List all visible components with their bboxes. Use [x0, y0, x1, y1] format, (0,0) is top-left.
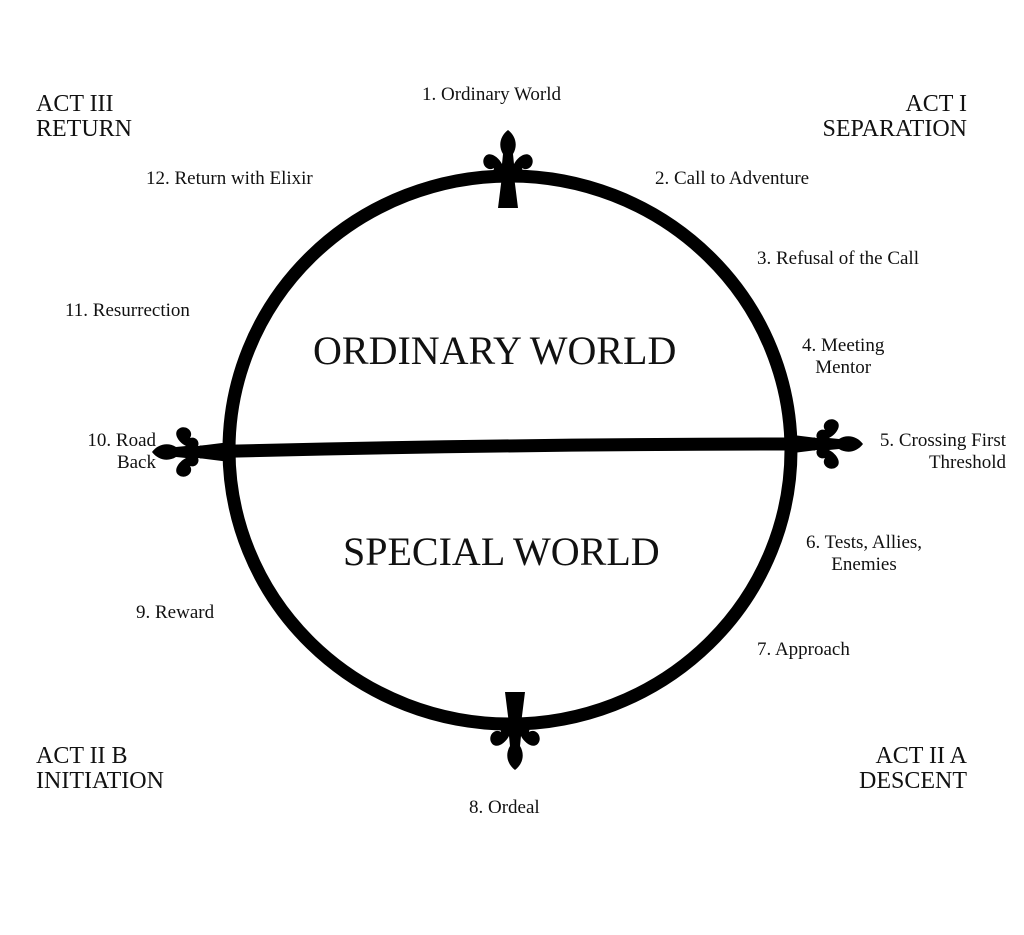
stage-2: 2. Call to Adventure [655, 168, 810, 189]
stage-4: 4. Meeting Mentor [802, 335, 884, 379]
stage-10-line1: 10. Road [87, 430, 156, 451]
stage-6: 6. Tests, Allies, Enemies [806, 532, 922, 576]
act2a-title: ACT II A [875, 743, 967, 769]
stage-10: 10. Road Back [87, 430, 156, 474]
stage-5-line1: 5. Crossing First [879, 430, 1006, 451]
fleur-top-icon [483, 130, 533, 208]
stage-3: 3. Refusal of the Call [757, 248, 919, 269]
act1-label: ACT I SEPARATION [823, 92, 967, 142]
threshold-line [199, 437, 816, 459]
stage-7: 7. Approach [757, 639, 850, 660]
stage-12: 12. Return with Elixir [146, 168, 313, 189]
act2a-label: ACT II A DESCENT [859, 744, 967, 794]
act2a-subtitle: DESCENT [859, 768, 967, 794]
stage-8: 8. Ordeal [469, 797, 540, 818]
act3-label: ACT III RETURN [36, 92, 132, 142]
act2b-title: ACT II B [36, 743, 128, 769]
act2b-subtitle: INITIATION [36, 768, 164, 794]
stage-9: 9. Reward [136, 602, 215, 623]
stage-4-line2: Mentor [815, 357, 872, 378]
fleur-bottom-icon [490, 692, 540, 770]
act3-title: ACT III [36, 91, 114, 117]
stage-5-line2: Threshold [928, 452, 1006, 473]
stage-11: 11. Resurrection [65, 300, 190, 321]
ordinary-world-label: ORDINARY WORLD [313, 328, 677, 373]
fleur-left-icon [152, 427, 230, 477]
stage-1: 1. Ordinary World [422, 84, 562, 105]
act1-subtitle: SEPARATION [822, 116, 967, 142]
stage-4-line1: 4. Meeting [802, 335, 885, 356]
act1-title: ACT I [905, 91, 967, 117]
stage-6-line1: 6. Tests, Allies, [806, 532, 923, 553]
act3-subtitle: RETURN [36, 116, 132, 142]
act2b-label: ACT II B INITIATION [36, 744, 164, 794]
stage-10-line2: Back [116, 452, 156, 473]
special-world-label: SPECIAL WORLD [343, 529, 660, 574]
stage-6-line2: Enemies [831, 554, 897, 575]
stage-5: 5. Crossing First Threshold [880, 430, 1006, 474]
